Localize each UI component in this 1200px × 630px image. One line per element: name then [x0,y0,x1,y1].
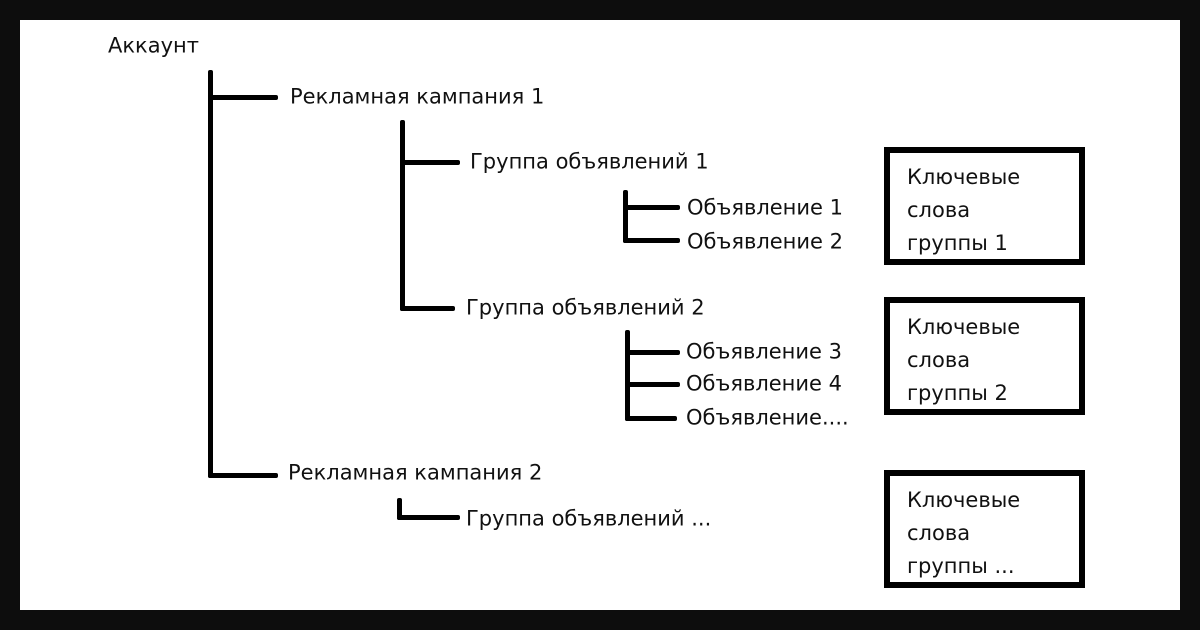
group-1-label: Группа объявлений 1 [470,149,709,174]
keywords-line: Ключевые [907,488,1021,512]
keywords-line: группы 1 [907,231,1008,255]
ad-2-connector [623,238,680,243]
group-2-label: Группа объявлений 2 [466,295,705,320]
keywords-box-group-more: Ключевые слова группы ... [884,470,1085,588]
keywords-line: слова [907,198,971,222]
keywords-line: Ключевые [907,315,1021,339]
campaign-1-trunk-line [400,120,405,311]
keywords-line: слова [907,521,971,545]
ad-1-connector [623,205,680,210]
ad-more-label: Объявление.... [686,405,849,430]
keywords-line: Ключевые [907,165,1021,189]
keywords-line: группы ... [907,554,1015,578]
ad-more-connector [625,416,677,421]
keywords-box-group-2: Ключевые слова группы 2 [884,297,1085,415]
ad-2-label: Объявление 2 [687,229,844,254]
keywords-box-group-1: Ключевые слова группы 1 [884,147,1085,265]
diagram-canvas: Аккаунт Рекламная кампания 1 Группа объя… [20,20,1180,610]
keywords-line: группы 2 [907,381,1008,405]
campaign-1-label: Рекламная кампания 1 [290,84,545,109]
account-trunk-line [208,70,213,478]
group-more-label: Группа объявлений ... [466,506,712,531]
ad-4-connector [625,382,680,387]
campaign-2-connector [208,473,278,478]
ad-4-label: Объявление 4 [686,371,843,396]
account-label: Аккаунт [108,33,199,58]
campaign-2-trunk-line [397,498,402,520]
campaign-1-connector [208,95,278,100]
ad-1-label: Объявление 1 [687,195,844,220]
group-1-trunk-line [623,190,628,243]
ad-3-connector [625,350,680,355]
keywords-line: слова [907,348,971,372]
campaign-2-label: Рекламная кампания 2 [288,460,543,485]
group-2-trunk-line [625,330,630,421]
ad-3-label: Объявление 3 [686,339,843,364]
group-1-connector [400,160,460,165]
group-2-connector [400,306,455,311]
group-more-connector [397,515,460,520]
